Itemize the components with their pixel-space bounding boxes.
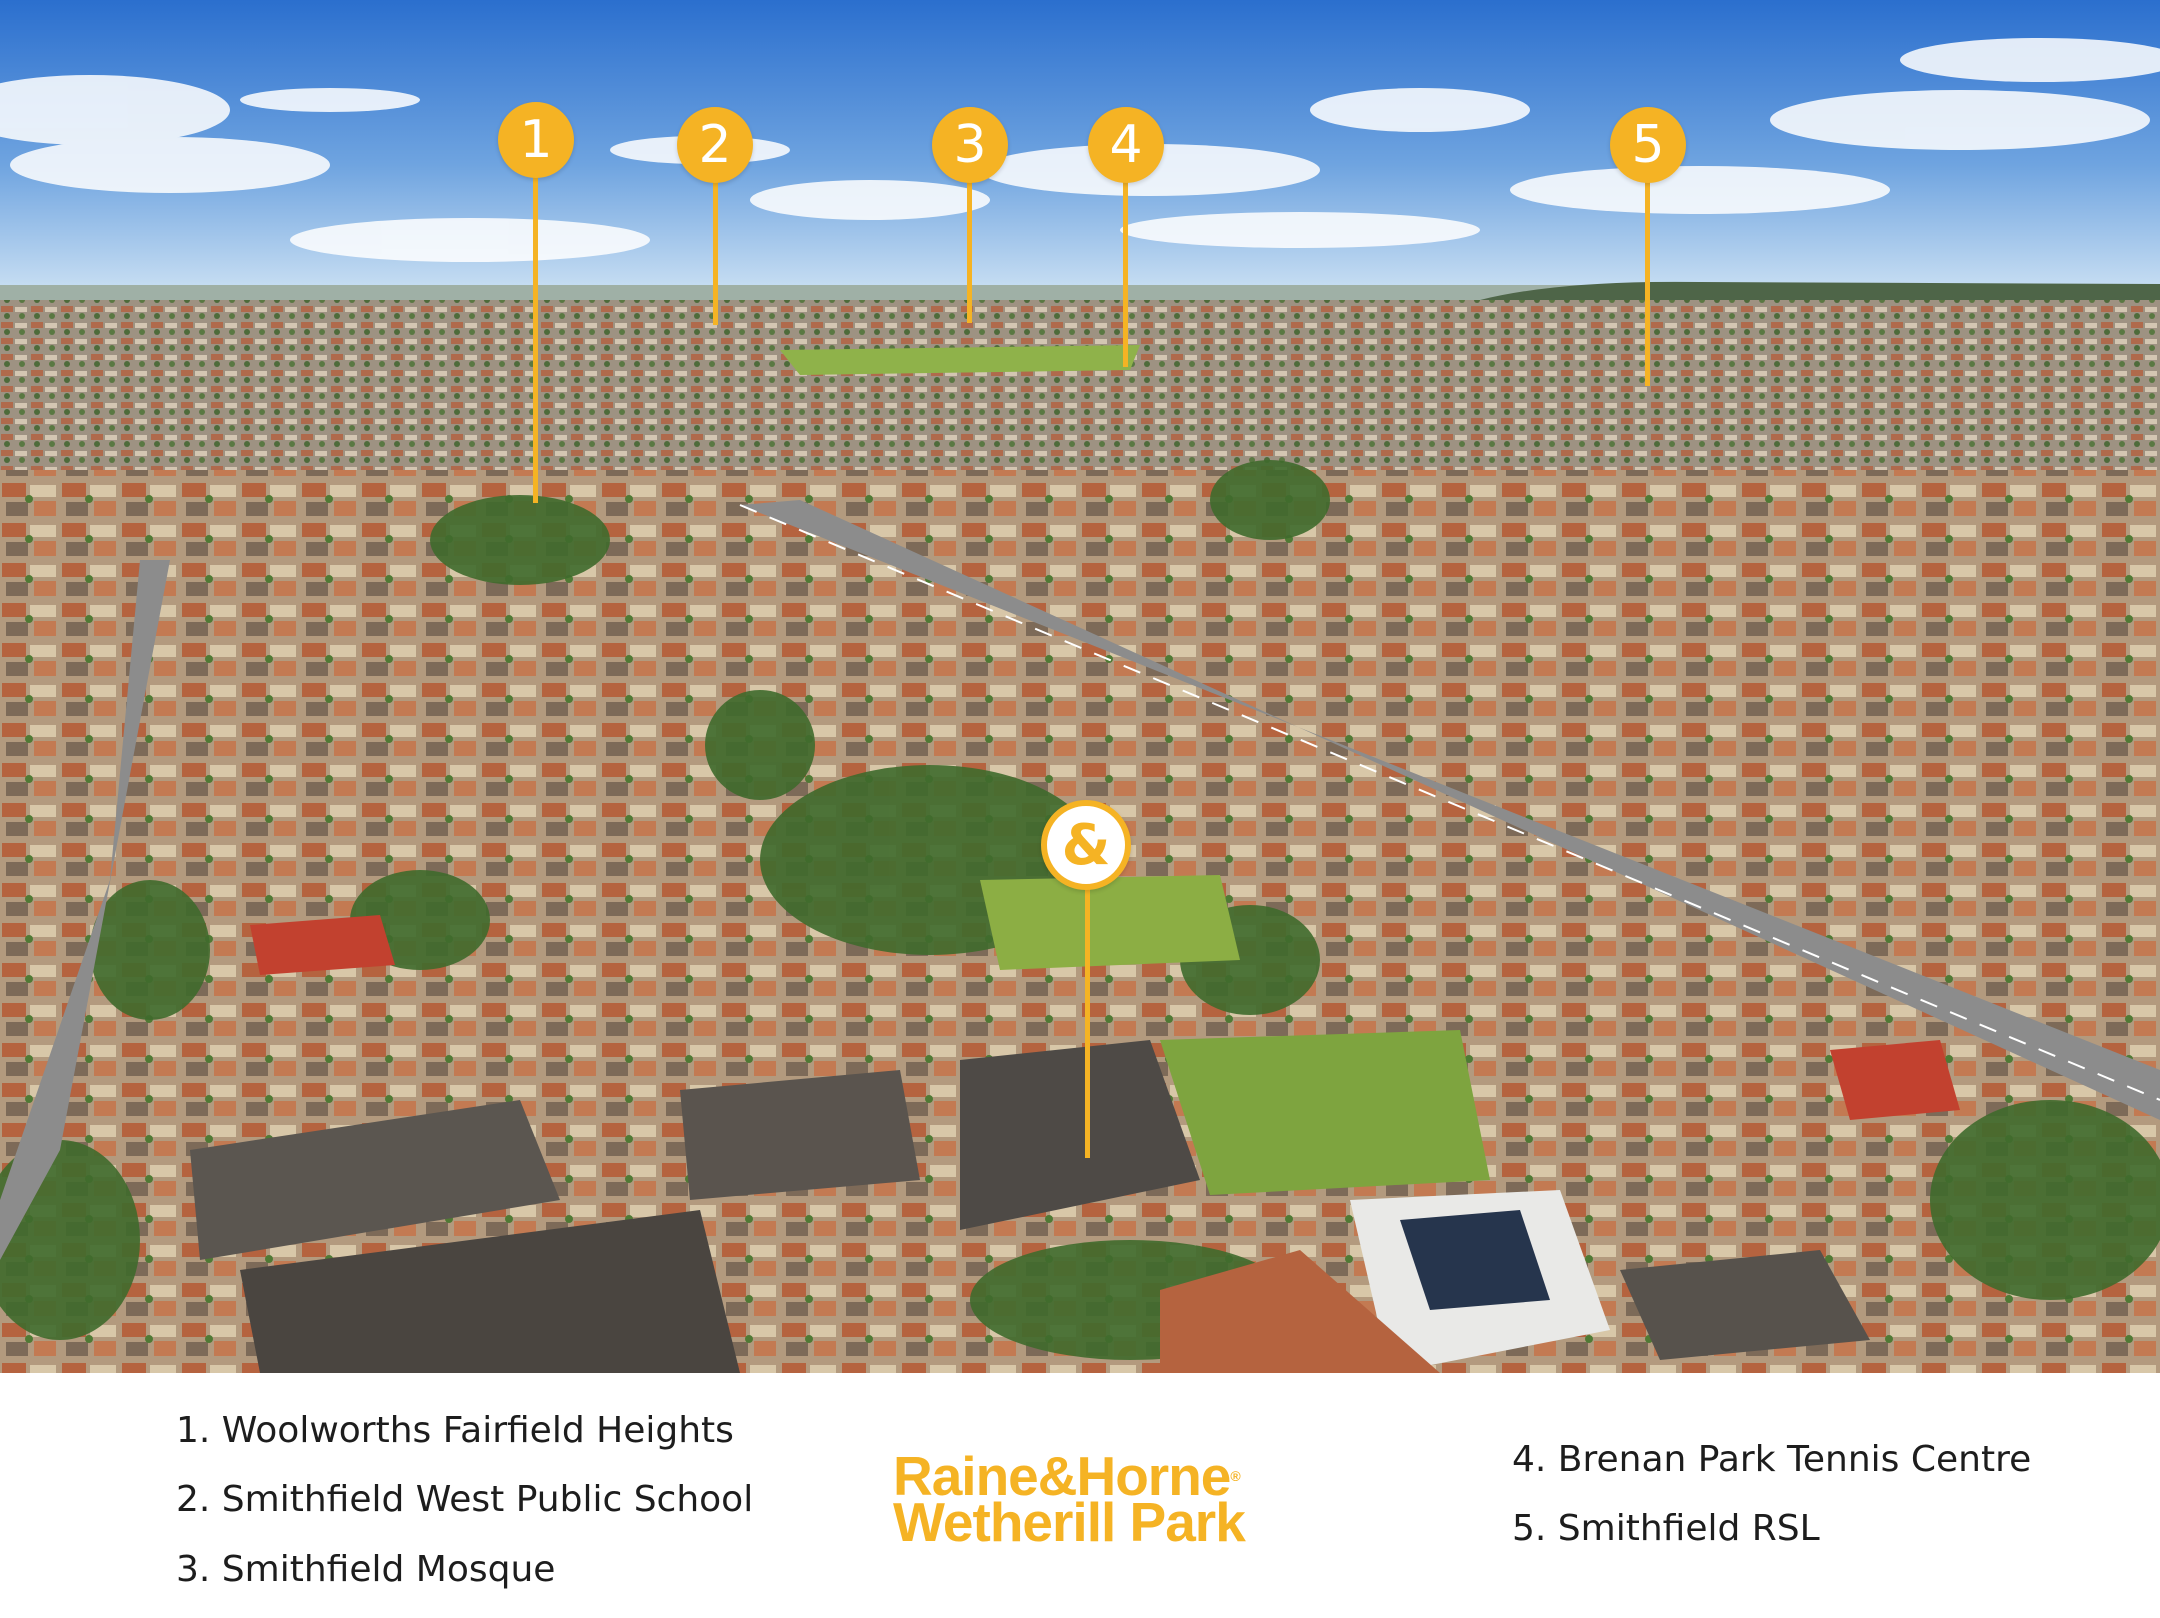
legend-item-4: 4. Brenan Park Tennis Centre — [1512, 1439, 2032, 1480]
brand-name: Raine&Horne — [893, 1445, 1231, 1507]
marker-pin-2 — [713, 180, 718, 325]
marker-pin-4 — [1123, 180, 1128, 367]
location-marker-2: 2 — [677, 107, 753, 183]
brand-logo: Raine&Horne® Wetherill Park — [893, 1449, 1246, 1553]
location-marker-4: 4 — [1088, 107, 1164, 183]
legend-item-2: 2. Smithfield West Public School — [176, 1479, 754, 1520]
legend-panel: 1. Woolworths Fairfield Heights 2. Smith… — [0, 1373, 2160, 1618]
marker-pin-3 — [967, 180, 972, 323]
location-marker-5: 5 — [1610, 107, 1686, 183]
marker-pin-5 — [1645, 180, 1650, 386]
marker-pin-1 — [533, 170, 538, 503]
aerial-photo: 1 2 3 4 5 & — [0, 0, 2160, 1373]
registered-mark: ® — [1230, 1468, 1240, 1484]
legend-item-5: 5. Smithfield RSL — [1512, 1508, 1820, 1549]
location-marker-3: 3 — [932, 107, 1008, 183]
property-marker: & — [1041, 800, 1131, 890]
location-marker-1: 1 — [498, 102, 574, 178]
legend-item-1: 1. Woolworths Fairfield Heights — [176, 1410, 734, 1451]
property-marker-pin — [1085, 880, 1090, 1158]
legend-item-3: 3. Smithfield Mosque — [176, 1549, 556, 1590]
brand-office: Wetherill Park — [893, 1491, 1246, 1553]
